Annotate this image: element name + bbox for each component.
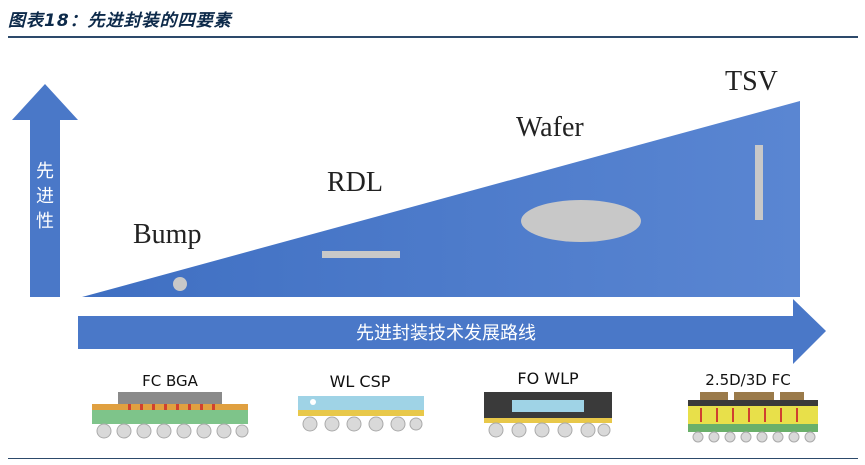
package-label-25d3dfc: 2.5D/3D FC [705,371,790,389]
tsv-label: TSV [725,66,778,97]
wafer-label: Wafer [516,112,584,143]
figure-title: 图表18：先进封装的四要素 [8,11,232,31]
tsv-shape [755,145,763,220]
fcbga-package-image [92,392,249,439]
bump-shape [173,277,187,291]
advancement-arrow [12,84,78,297]
bump-label: Bump [133,219,201,250]
y-axis-char-2: 进 [36,186,54,207]
25d3dfc-package-image [688,392,818,443]
bottom-rule [8,458,858,459]
y-axis-char-3: 性 [36,211,54,232]
roadmap-label: 先进封装技术发展路线 [356,323,536,344]
package-label-fowlp: FO WLP [517,369,579,388]
roadmap-arrow [78,299,826,364]
fowlp-package-image [484,392,612,438]
top-rule [8,36,858,38]
package-label-fcbga: FC BGA [142,372,199,390]
wlcsp-package-image [298,396,424,432]
rdl-shape [322,251,400,258]
wafer-shape [521,200,641,242]
progression-triangle [82,101,800,297]
y-axis-char-1: 先 [36,161,54,182]
rdl-label: RDL [327,167,383,198]
package-label-wlcsp: WL CSP [330,372,391,391]
